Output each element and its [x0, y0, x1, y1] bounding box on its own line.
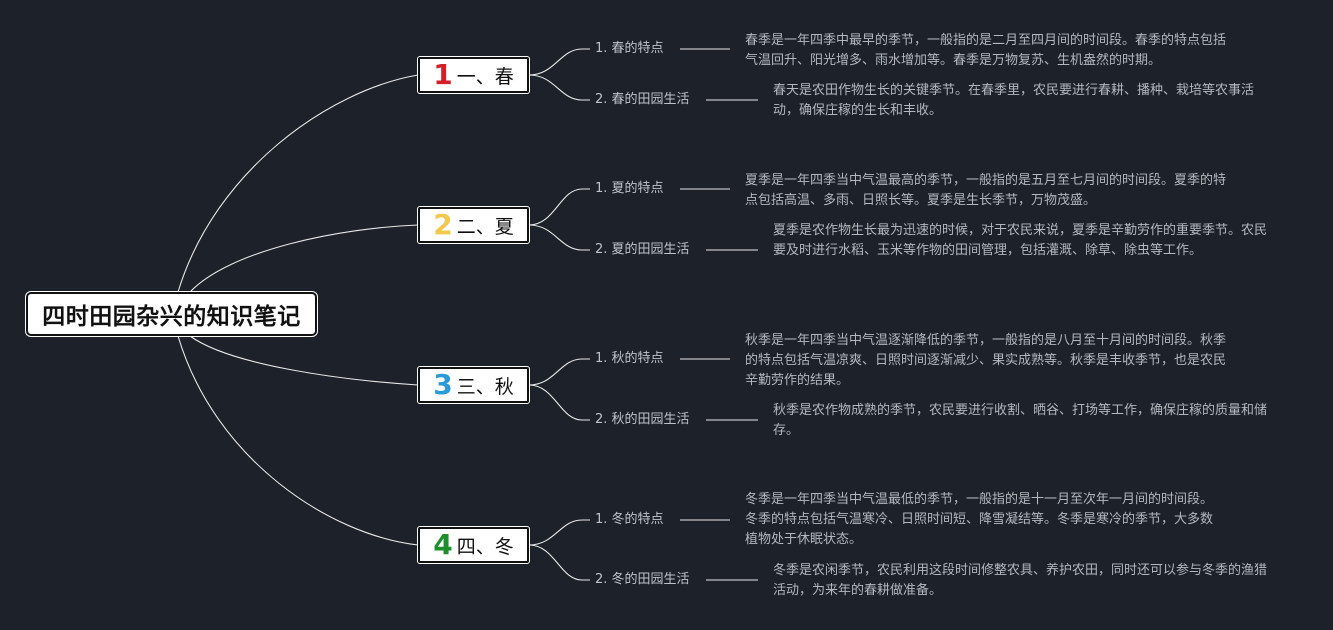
connector-root-season-4	[177, 335, 419, 546]
connector-season-2-item-1	[528, 188, 590, 226]
connector-root-season-2	[189, 224, 419, 293]
note-winter-features: 冬季是一年四季当中气温最低的季节，一般指的是十一月至次年一月间的时间段。冬季的特…	[745, 492, 1214, 547]
season-node-autumn[interactable]: 3 三、秋	[418, 367, 529, 403]
season-number-1: 1	[433, 58, 453, 91]
season-number-4: 4	[433, 528, 453, 561]
note-autumn-life: 秋季是农作物成熟的季节，农民要进行收割、晒谷、打场等工作，确保庄稼的质量和储存。	[773, 403, 1268, 438]
topic-spring-features[interactable]: 1. 春的特点	[595, 41, 664, 56]
topic-autumn-life[interactable]: 2. 秋的田园生活	[595, 412, 690, 427]
connector-season-4-item-1	[528, 519, 590, 546]
topic-summer-life[interactable]: 2. 夏的田园生活	[595, 242, 690, 257]
note-summer-life: 夏季是农作物生长最为迅速的时候，对于农民来说，夏季是辛勤劳作的重要季节。农民要及…	[773, 223, 1268, 258]
season-label: 四、冬	[456, 535, 514, 558]
season-node-spring[interactable]: 1 一、春	[418, 57, 529, 93]
topic-spring-life[interactable]: 2. 春的田园生活	[595, 92, 690, 107]
season-label: 二、夏	[456, 215, 514, 238]
season-label: 一、春	[456, 65, 514, 88]
note-spring-features: 春季是一年四季中最早的季节，一般指的是二月至四月间的时间段。春季的特点包括气温回…	[745, 33, 1227, 68]
root-node[interactable]: 四时田园杂兴的知识笔记	[26, 292, 317, 336]
connector-season-4-item-2	[528, 544, 590, 581]
note-autumn-features: 秋季是一年四季当中气温逐渐降低的季节，一般指的是八月至十月间的时间段。秋季的特点…	[745, 333, 1227, 388]
connector-season-1-item-1	[528, 48, 590, 76]
connector-root-season-3	[189, 335, 419, 386]
connector-root-season-1	[177, 74, 419, 293]
note-winter-life: 冬季是农闲季节，农民利用这段时间修整农具、养护农田，同时还可以参与冬季的渔猎活动…	[773, 563, 1268, 598]
season-number-2: 2	[433, 208, 453, 241]
topic-winter-life[interactable]: 2. 冬的田园生活	[595, 572, 690, 587]
season-label: 三、秋	[456, 375, 514, 398]
season-number-3: 3	[433, 368, 453, 401]
root-title: 四时田园杂兴的知识笔记	[42, 304, 301, 330]
topic-winter-features[interactable]: 1. 冬的特点	[595, 512, 664, 527]
connector-season-3-item-1	[528, 358, 590, 386]
connector-season-2-item-2	[528, 224, 590, 251]
connector-season-1-item-2	[528, 74, 590, 101]
connector-season-3-item-2	[528, 384, 590, 421]
topic-autumn-features[interactable]: 1. 秋的特点	[595, 351, 664, 366]
season-node-winter[interactable]: 4 四、冬	[418, 527, 529, 563]
season-node-summer[interactable]: 2 二、夏	[418, 207, 529, 243]
note-spring-life: 春天是农田作物生长的关键季节。在春季里，农民要进行春耕、播种、栽培等农事活动，确…	[773, 83, 1255, 118]
topic-summer-features[interactable]: 1. 夏的特点	[595, 181, 664, 196]
note-summer-features: 夏季是一年四季当中气温最高的季节，一般指的是五月至七月间的时间段。夏季的特点包括…	[745, 173, 1227, 208]
